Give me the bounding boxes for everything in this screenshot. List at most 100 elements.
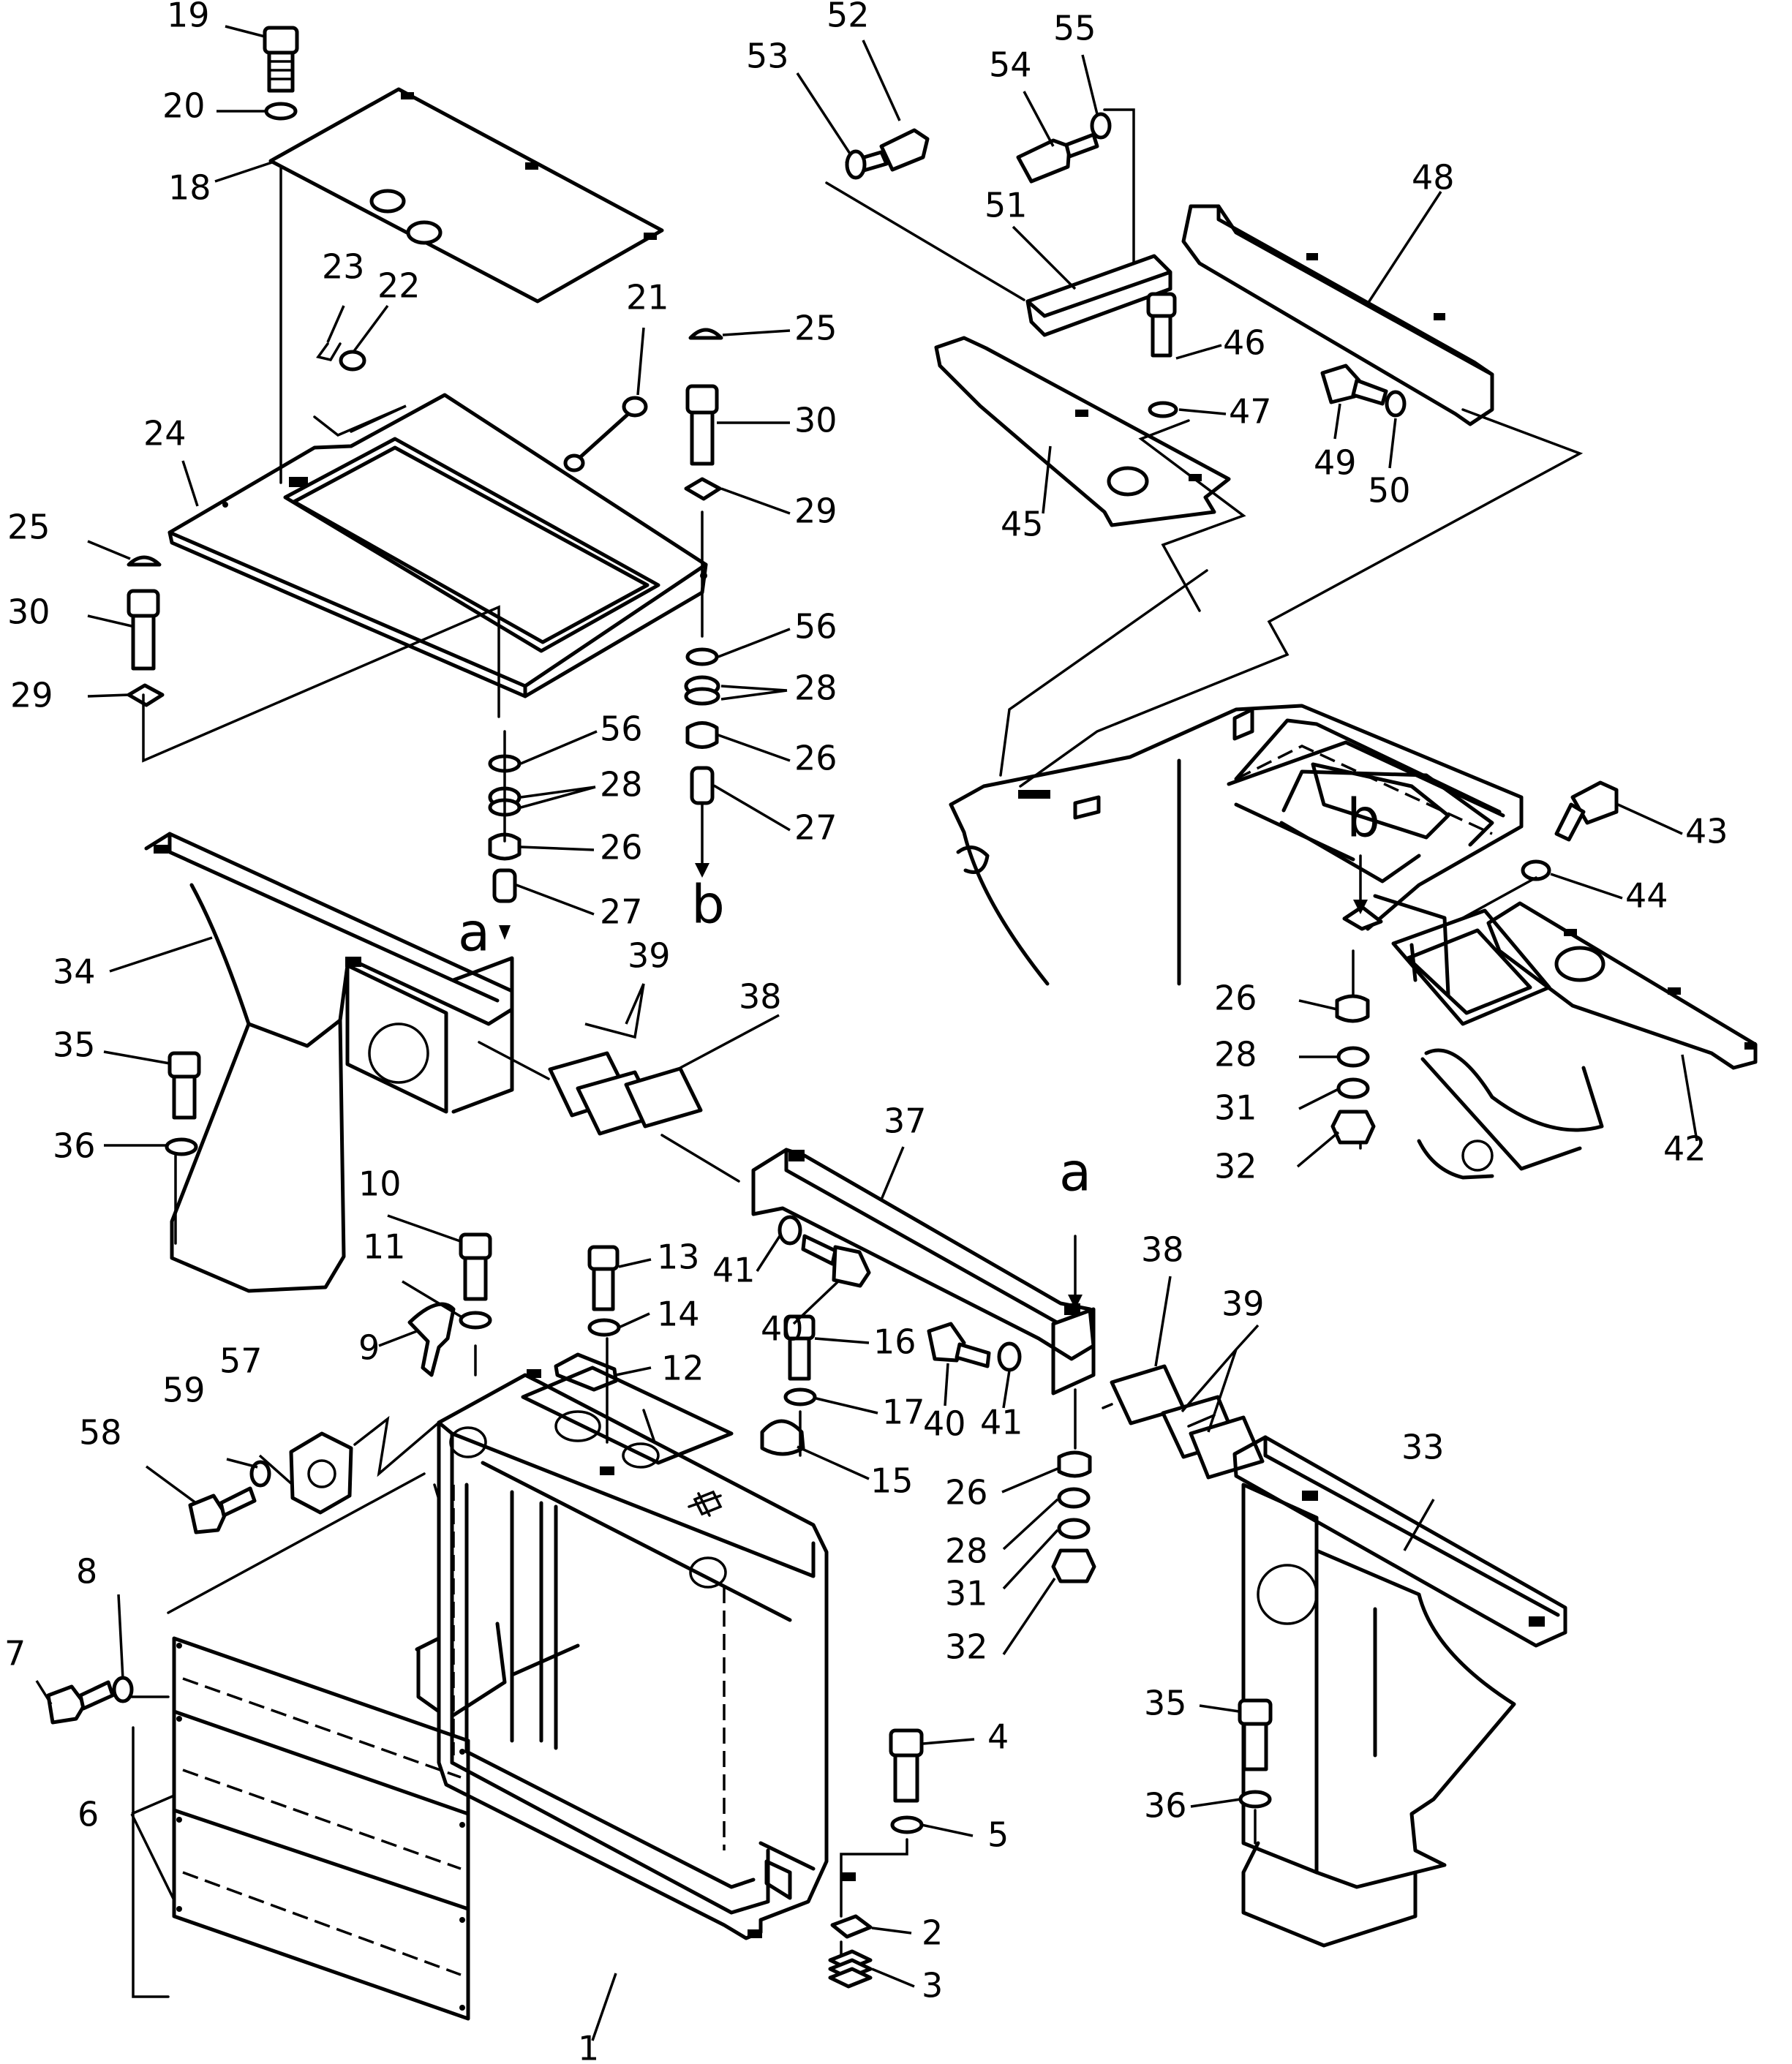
- callout-45: 45: [1001, 505, 1044, 544]
- callout-47: 47: [1229, 392, 1272, 432]
- part-1-guard-frame: [415, 1366, 856, 1940]
- part-50-washer: [1385, 390, 1407, 418]
- callout-50: 50: [1368, 471, 1411, 511]
- callout-40-top: 40: [761, 1309, 804, 1349]
- callout-28-top-right: 28: [1214, 1035, 1257, 1074]
- callout-38-right: 38: [1141, 1230, 1184, 1270]
- part-21-rod: [563, 396, 648, 472]
- callout-46: 46: [1223, 323, 1266, 363]
- callout-29-left: 29: [10, 676, 53, 715]
- part-45-arm: [934, 336, 1231, 527]
- callout-18: 18: [168, 168, 211, 208]
- callout-27-left: 27: [600, 892, 643, 932]
- part-7-bolt: [46, 1680, 115, 1725]
- callout-12: 12: [661, 1349, 704, 1388]
- part-46-bolt: [1146, 292, 1177, 358]
- part-35-bolt-left: [167, 1051, 201, 1120]
- callout-14: 14: [657, 1295, 700, 1334]
- part-drawings: [46, 26, 1758, 2021]
- callout-11: 11: [363, 1227, 406, 1267]
- part-35-bolt-right: [1238, 1698, 1273, 1771]
- callout-51: 51: [985, 186, 1028, 225]
- part-41-washer-top: [778, 1215, 802, 1246]
- callout-24: 24: [143, 414, 187, 453]
- callout-35-left: 35: [53, 1025, 96, 1065]
- callout-4: 4: [987, 1717, 1009, 1757]
- callout-30-left: 30: [7, 592, 50, 632]
- callout-52: 52: [827, 0, 870, 35]
- callout-53: 53: [746, 37, 789, 76]
- callout-5: 5: [987, 1815, 1009, 1855]
- part-39-shims-right: [1161, 1395, 1265, 1480]
- part-36-washer-left: [165, 1137, 198, 1156]
- part-44-washer: [1521, 859, 1551, 881]
- part-30-bolt-right: [685, 384, 719, 466]
- ref-a-left: a: [458, 902, 490, 963]
- callout-25-right: 25: [794, 309, 837, 348]
- callout-32-top-right: 32: [1214, 1147, 1257, 1186]
- ref-b-right: b: [1347, 788, 1380, 849]
- part-54-bolt: [1016, 132, 1099, 184]
- part-5-washer: [890, 1815, 924, 1834]
- part-49-bolt: [1320, 364, 1388, 406]
- callout-15: 15: [870, 1461, 914, 1501]
- part-51-bracket: [1025, 254, 1172, 337]
- callout-39-left: 39: [628, 936, 671, 976]
- callout-13: 13: [657, 1238, 700, 1277]
- part-frame-lower-right: [1391, 908, 1604, 1180]
- part-11-washer: [459, 1311, 492, 1330]
- part-20-washer: [264, 102, 298, 121]
- part-29-plate-right: [684, 477, 722, 501]
- callout-39-right: 39: [1221, 1284, 1265, 1324]
- callout-7: 7: [4, 1634, 26, 1673]
- callout-10: 10: [358, 1164, 402, 1204]
- part-stack-lower-center: [1051, 1450, 1096, 1583]
- callout-56-left: 56: [600, 709, 643, 749]
- assembly-lines: [130, 108, 1584, 1998]
- callout-26-top-right: 26: [1214, 979, 1257, 1018]
- part-57-plate: [289, 1431, 353, 1515]
- part-2-shim: [830, 1914, 873, 1939]
- callout-32-bottom: 32: [945, 1627, 988, 1667]
- part-40-bolt-bottom: [927, 1322, 991, 1368]
- callout-21: 21: [626, 278, 669, 317]
- callout-54: 54: [989, 45, 1032, 85]
- part-10-bolt: [459, 1232, 492, 1301]
- part-23-pin: [316, 342, 342, 361]
- part-14-washer: [587, 1318, 621, 1337]
- callout-43: 43: [1685, 812, 1728, 851]
- callout-23: 23: [322, 247, 365, 287]
- callout-40-bottom: 40: [923, 1404, 966, 1444]
- callout-55: 55: [1053, 9, 1096, 48]
- callout-30-right: 30: [794, 401, 837, 440]
- part-33-pedestal: [1232, 1435, 1567, 1948]
- part-17-washer: [783, 1387, 817, 1406]
- part-22-washer: [339, 350, 366, 372]
- callout-31-bottom: 31: [945, 1574, 988, 1613]
- part-29-plate-left: [127, 683, 165, 707]
- callout-41-top: 41: [712, 1251, 756, 1290]
- callout-31-top-right: 31: [1214, 1088, 1257, 1128]
- callout-56-right: 56: [794, 607, 837, 647]
- part-25-cap-right: [688, 328, 723, 340]
- part-8-washer: [112, 1676, 134, 1703]
- callout-28-right: 28: [794, 668, 837, 708]
- callout-35-right: 35: [1144, 1684, 1187, 1723]
- callout-37: 37: [884, 1101, 927, 1141]
- callout-36-right: 36: [1144, 1786, 1187, 1826]
- part-frame-body: [949, 704, 1524, 997]
- callout-44: 44: [1625, 876, 1668, 916]
- part-47-washer: [1148, 401, 1178, 418]
- callout-3: 3: [922, 1966, 943, 2005]
- part-3-shims: [828, 1949, 873, 1989]
- part-53-washer: [845, 149, 867, 180]
- callout-22: 22: [377, 266, 421, 306]
- callout-57: 57: [219, 1341, 263, 1381]
- part-stack-right: [684, 647, 720, 805]
- callout-26-right: 26: [794, 739, 837, 778]
- callout-19: 19: [167, 0, 210, 35]
- ref-a-right: a: [1059, 1142, 1091, 1203]
- callout-2: 2: [922, 1913, 943, 1953]
- part-39-shims-left: [548, 1051, 659, 1136]
- part-40-bolt-top: [801, 1234, 871, 1288]
